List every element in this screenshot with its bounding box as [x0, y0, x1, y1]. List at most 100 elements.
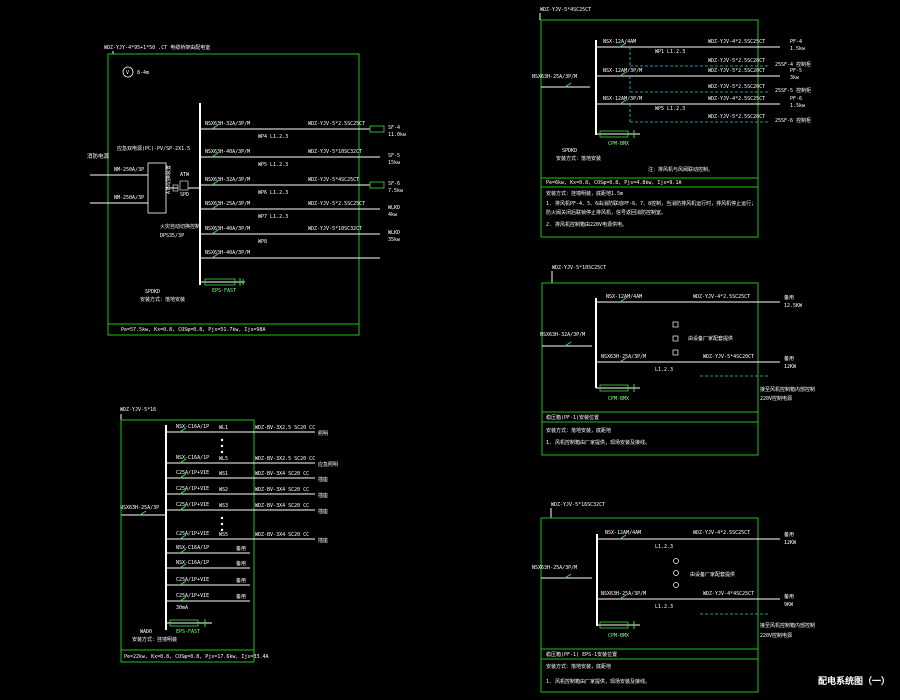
- p4-feeder-2: NSX63H-25A/3P/M L1.2.3 WDZ-YJV-4*4SC25CT…: [597, 591, 794, 610]
- p3-f2-cable: WDZ-YJV-5*4SC20CT: [703, 354, 754, 360]
- p2-note-1: 1. 排风机PF-4、5、6由消防联动PF-6、7、8控制，当消防排风机运行时，…: [546, 200, 756, 207]
- p1-f5-cable: WDZ-YJV-5*10SC32CT: [308, 226, 362, 232]
- p1-f3-load: SF-6: [388, 181, 400, 187]
- p5-r7-breaker: NSX-C16A/1P: [176, 545, 209, 551]
- p2-aux3-cable: WDZ-YJV-5*2.5SC20CT: [708, 114, 765, 120]
- p3-f2-load: 备用: [784, 355, 794, 362]
- p1-f2-power: 15kw: [388, 160, 401, 166]
- p3-right-note-1: 接至风机控制箱内部控制: [760, 386, 815, 393]
- p2-feeder-3: NSX-12AM/3P/M WP5 L1.2.3 WDZ-YJV-4*2.5SC…: [596, 96, 811, 124]
- p4-footer: 稳压箱(PF-1) EPS-1安装位置: [546, 651, 617, 658]
- panel-exhaust-fans: WDZ-YJV-5*4SC25CT NSX63H-25A/3P/M NSX-12…: [532, 7, 811, 238]
- p2-aux1-cable: WDZ-YJV-5*2.5SC20CT: [708, 58, 765, 64]
- ats-note: 应急双电源(PC)-PV/SP-2X1.5: [117, 145, 190, 152]
- p5-leak-tag: 30mA: [176, 605, 188, 611]
- p4-f2-phase: L1.2.3: [655, 604, 673, 610]
- p1-surge-label: EPS-FAST: [212, 288, 236, 294]
- p5-r10-breaker: C25A/1P+VIE: [176, 593, 209, 599]
- ats-model: DPS35/3P: [160, 233, 184, 239]
- p5-r10-load: 备用: [236, 593, 246, 600]
- p1-f2-phase: WP5 L1.2.3: [258, 162, 288, 168]
- p2-note-2: 防火阀关闭后联锁停止排风机，信号返回消防控制室。: [546, 209, 666, 216]
- p5-r6-cable: WDZ-BV-3X4 SC20 CC: [255, 532, 309, 538]
- p2-note-0: 安装方式：挂墙明装，底距地1.5m: [546, 190, 623, 197]
- ats-tag-box: ATW: [180, 172, 190, 178]
- p4-surge-label: CPM-BMX: [608, 633, 629, 639]
- p5-main-breaker: NSX63H-25A/3P: [120, 505, 159, 511]
- p5-r2-load: 应急照明: [318, 461, 338, 468]
- p1-f4-phase: WP7 L1.2.3: [258, 214, 288, 220]
- p1-f2-breaker: NSX63H-40A/3P/M: [205, 149, 250, 155]
- p2-feeder-1: NSX-12A/4AM WP1 L1.2.3 WDZ-YJV-4*2.5SC25…: [596, 39, 811, 68]
- p1-f1-load-icon: [369, 125, 385, 133]
- p2-f1-phase: WP1 L1.2.3: [655, 49, 685, 55]
- p1-f3-power: 7.5kw: [388, 188, 404, 194]
- p5-row-8: NSX-C16A/1P 备用: [166, 560, 250, 569]
- p3-note-1: 1. 风机控制箱由厂家提供，现场安装及接线。: [546, 439, 650, 446]
- p2-note-right: 注：排风机与风阀联动控制。: [648, 166, 713, 173]
- p4-f1-cable: WDZ-YJV-4*2.5SC25CT: [693, 530, 750, 536]
- p2-feeder-2: NSX-12AM/3P/M WDZ-YJV-5*2.5SC20CT PF-5 3…: [596, 68, 811, 94]
- ats-sub: 火灾自动切换控制: [160, 223, 200, 230]
- p2-f3-load: PF-6: [790, 96, 802, 102]
- p4-f2-breaker: NSX63H-25A/3P/M: [601, 591, 646, 597]
- panel1-incoming-cable: WDZ-YJY-4*95+1*50 .CT 电缆桥架由配电室: [104, 44, 210, 51]
- p5-r4-breaker: C25A/1P+VIE: [176, 486, 209, 492]
- p4-f1-breaker: NSX-12AM/4AM: [605, 530, 641, 536]
- p4-middle-note: 由设备厂家配套提供: [690, 571, 735, 578]
- p3-f2-power: 12KW: [784, 364, 797, 370]
- p5-r6-circuit: WS5: [219, 532, 228, 538]
- p3-dot-1: [672, 321, 679, 328]
- p5-row-2: NSX-C16A/1P WL5 WDZ-BV-3X2.5 SC20 CC 应急照…: [166, 455, 338, 468]
- p5-r2-breaker: NSX-C16A/1P: [176, 455, 209, 461]
- p4-note-1: 1. 风机控制箱由厂家提供，现场安装及接线。: [546, 678, 650, 685]
- p1-box-note: 安装方式：落地安装: [140, 296, 185, 303]
- p1-f1-breaker: NSX63H-32A/3P/M: [205, 121, 250, 127]
- p5-row-3: C25A/1P+VIE WS1 WDZ-BV-3X4 SC20 CC 插座: [166, 470, 328, 483]
- p1-f4-load: WLKD: [388, 205, 400, 211]
- p1-f1-cable: WDZ-YJV-5*2.5SC25CT: [308, 121, 365, 127]
- p1-f2-load: SF-5: [388, 153, 400, 159]
- p4-f2-cable: WDZ-YJV-4*4SC25CT: [703, 591, 754, 597]
- ats-switch-box: [147, 162, 167, 214]
- p5-r8-load: 备用: [236, 560, 246, 567]
- p4-feeder-1: NSX-12AM/4AM L1.2.3 WDZ-YJV-4*2.5SC25CT …: [597, 530, 797, 550]
- panel3-frame: [541, 282, 759, 456]
- p5-r5-breaker: C25A/1P+VIE: [176, 502, 209, 508]
- p3-dot-2: [672, 335, 679, 342]
- p3-incoming-cable: WDZ-YJV-5*10SC25CT: [552, 265, 606, 271]
- p1-f1-power: 11.0kw: [388, 132, 407, 138]
- incoming-breaker-a: NM-250A/3P: [114, 167, 144, 173]
- p5-r5-circuit: WS3: [219, 503, 228, 509]
- p5-r1-load: 照明: [318, 431, 328, 437]
- p5-r8-breaker: NSX-C16A/1P: [176, 560, 209, 566]
- p5-incoming-cable: WDZ-YJV-5*16: [120, 407, 156, 413]
- p5-r5-cable: WDZ-BV-3X4 SC20 CC: [255, 503, 309, 509]
- p1-f5-breaker: NSX63H-40A/3P/M: [205, 226, 250, 232]
- p5-r9-breaker: C25A/1P+VIE: [176, 577, 209, 583]
- p4-incoming-cable: WDZ-YJV-5*16SC32CT: [551, 502, 605, 508]
- p5-r7-load: 备用: [236, 545, 246, 552]
- p5-r1-cable: WDZ-BV-3X2.5 SC20 CC: [255, 425, 315, 431]
- p4-f2-power: 9KW: [784, 602, 794, 608]
- p1-f1-load: SF-4: [388, 125, 400, 131]
- panel1-vmark-note: 8-4m: [137, 70, 149, 76]
- p3-f1-power: 12.5KW: [784, 303, 803, 309]
- p1-feeder-2: NSX63H-40A/3P/M WP5 L1.2.3 WDZ-YJV-5*10S…: [200, 149, 401, 168]
- p3-surge-protector: CPM-BMX: [596, 384, 640, 402]
- p1-box-name: SPDKD: [145, 289, 160, 295]
- p3-main-breaker: NSX63H-32A/3P/M: [540, 332, 585, 338]
- p2-footer: Pe=6kw, Kx=0.8, COSφ=0.8, Pjs=4.8kw, Ijs…: [546, 180, 681, 186]
- p5-row-5: C25A/1P+VIE WS3 WDZ-BV-3X4 SC20 CC 插座: [166, 502, 328, 515]
- p1-f3-load-icon: [369, 181, 385, 189]
- p2-f3-phase: WP5 L1.2.3: [655, 106, 685, 112]
- p3-middle-note: 由设备厂家配套提供: [688, 335, 733, 342]
- p1-f3-cable: WDZ-YJV-5*4SC25CT: [308, 177, 359, 183]
- p1-surge-protector: EPS-FAST: [200, 278, 245, 294]
- p2-surge-protector: CPM-BMX: [596, 130, 640, 147]
- p2-box-name: SPDKD: [562, 148, 577, 154]
- panel-fan-control-a: WDZ-YJV-5*10SC25CT NSX63H-32A/3P/M NSX-1…: [540, 265, 815, 456]
- p5-r2-cable: WDZ-BV-3X2.5 SC20 CC: [255, 456, 315, 462]
- voltage-marker-icon: [122, 66, 134, 78]
